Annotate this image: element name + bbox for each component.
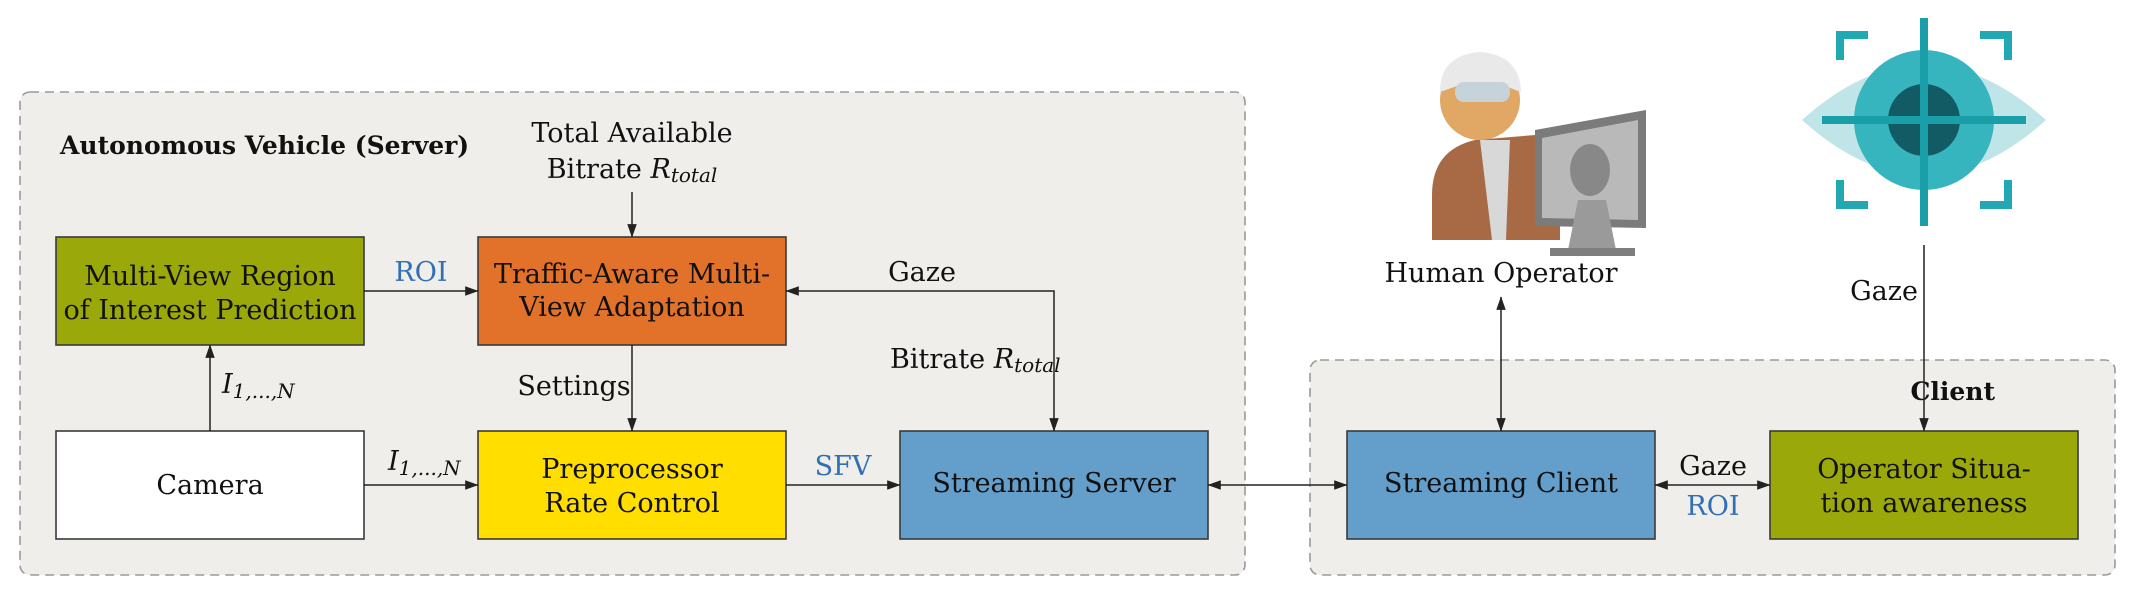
gaze-edge-label: Gaze (888, 257, 956, 288)
traffic-aware-label-2: View Adaptation (518, 292, 745, 323)
human-operator-icon (1432, 52, 1646, 256)
gaze-client-label: Gaze (1679, 451, 1747, 482)
frames-label-vertical: I1,...,N (221, 369, 296, 403)
streaming-client-box[interactable] (1346, 430, 1656, 540)
streaming-server-box[interactable] (899, 430, 1209, 540)
settings-edge-label: Settings (517, 371, 630, 402)
preprocessor-label-2: Rate Control (544, 488, 719, 519)
human-operator-label: Human Operator (1384, 258, 1617, 289)
total-bitrate-label-line1: Total Available (531, 118, 732, 149)
camera-label: Camera (156, 470, 263, 501)
client-title: Client (1910, 377, 1995, 406)
eye-gaze-label: Gaze (1850, 276, 1918, 307)
camera-box[interactable] (55, 430, 365, 540)
arrow-gaze-bitrate (785, 286, 1059, 432)
traffic-aware-label-1: Traffic-Aware Multi- (494, 259, 770, 290)
preprocessor-box[interactable] (477, 430, 787, 540)
bitrate-edge-label: Bitrate Rtotal (890, 344, 1061, 377)
roi-edge-label: ROI (394, 257, 447, 288)
streaming-server-label: Streaming Server (932, 468, 1175, 499)
roi-prediction-box[interactable] (55, 236, 365, 346)
streaming-client-label: Streaming Client (1384, 468, 1618, 499)
eye-tracking-icon (1802, 18, 2046, 226)
operator-awareness-label-1: Operator Situa- (1817, 454, 2031, 485)
roi-prediction-label-1: Multi-View Region (84, 261, 336, 292)
sfv-edge-label: SFV (815, 451, 872, 482)
frames-label-horizontal: I1,...,N (387, 446, 462, 480)
roi-prediction-label-2: of Interest Prediction (63, 295, 356, 326)
operator-awareness-label-2: tion awareness (1821, 488, 2028, 519)
preprocessor-label-1: Preprocessor (541, 454, 723, 485)
total-bitrate-label-line2: Bitrate Rtotal (547, 154, 718, 187)
traffic-aware-box[interactable] (477, 236, 787, 346)
server-title: Autonomous Vehicle (Server) (59, 131, 469, 160)
operator-awareness-box[interactable] (1769, 430, 2079, 540)
roi-client-label: ROI (1686, 491, 1739, 522)
